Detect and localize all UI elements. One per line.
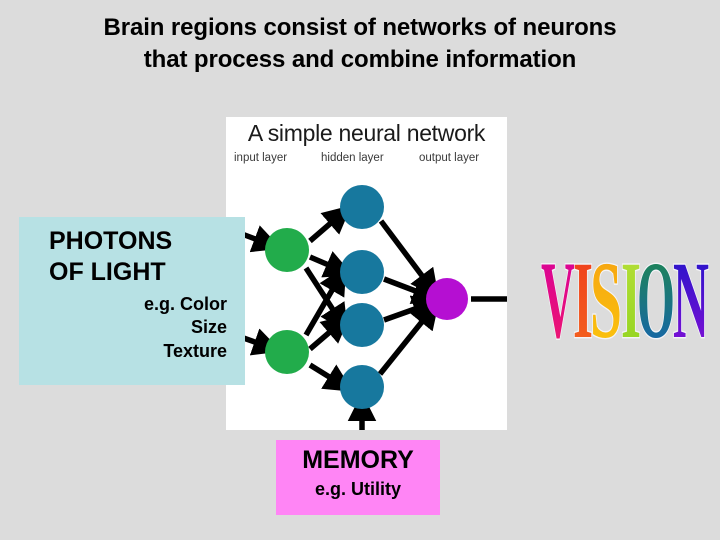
node-hidden-2 bbox=[340, 250, 384, 294]
memory-box: MEMORY e.g. Utility bbox=[276, 440, 440, 515]
memory-box-example: e.g. Utility bbox=[314, 478, 401, 499]
photons-box-title: PHOTONS OF LIGHT bbox=[19, 226, 245, 287]
page-title-line-1: Brain regions consist of networks of neu… bbox=[103, 14, 617, 41]
vision-letter-n: N bbox=[673, 246, 709, 354]
edge-in2-hid4 bbox=[308, 362, 354, 392]
node-input-2 bbox=[265, 330, 309, 374]
vision-letter-i-1: I bbox=[573, 246, 593, 354]
photons-example-1: e.g. Color bbox=[143, 294, 227, 314]
edge-in2-hid2 bbox=[303, 265, 347, 337]
node-input-1 bbox=[265, 228, 309, 272]
page-title-line-2: that process and combine information bbox=[143, 46, 577, 74]
photons-title-line-2: OF LIGHT bbox=[49, 257, 166, 286]
neural-network-panel: A simple neural network input layer hidd… bbox=[226, 117, 507, 430]
photons-example-2: Size bbox=[190, 317, 227, 338]
photons-example-3: Texture bbox=[163, 340, 227, 361]
photons-box-examples: e.g. Color Size Texture bbox=[19, 293, 245, 363]
hidden-layer-label: hidden layer bbox=[321, 152, 384, 164]
node-hidden-1 bbox=[340, 185, 384, 229]
vision-letter-v: V bbox=[541, 246, 575, 354]
memory-box-title: MEMORY bbox=[302, 446, 414, 474]
node-output-1 bbox=[426, 278, 468, 320]
vision-letter-o: O bbox=[637, 246, 675, 354]
network-edges bbox=[226, 205, 507, 430]
vision-letter-s: S bbox=[590, 246, 622, 354]
neural-network-heading: A simple neural network bbox=[247, 120, 486, 146]
photons-of-light-box: PHOTONS OF LIGHT e.g. Color Size Texture bbox=[19, 217, 245, 385]
output-layer-label: output layer bbox=[419, 152, 480, 164]
network-nodes bbox=[265, 185, 468, 409]
node-hidden-4 bbox=[340, 365, 384, 409]
edge-hid1-out bbox=[378, 219, 439, 299]
input-layer-label: input layer bbox=[234, 152, 288, 164]
edge-hid4-out bbox=[377, 300, 440, 376]
vision-wordart: V I S I O N bbox=[540, 246, 710, 354]
node-hidden-3 bbox=[340, 303, 384, 347]
page-title: Brain regions consist of networks of neu… bbox=[20, 12, 700, 77]
edge-hid2-out bbox=[383, 276, 442, 305]
vision-letter-i-2: I bbox=[621, 246, 641, 354]
edge-in2-hid3 bbox=[308, 314, 351, 352]
edge-in1-hid2 bbox=[308, 251, 354, 278]
edge-hid3-out bbox=[383, 295, 442, 323]
neural-network-graph bbox=[226, 185, 507, 430]
photons-title-line-1: PHOTONS bbox=[49, 227, 173, 255]
edge-in1-hid1 bbox=[308, 205, 352, 244]
